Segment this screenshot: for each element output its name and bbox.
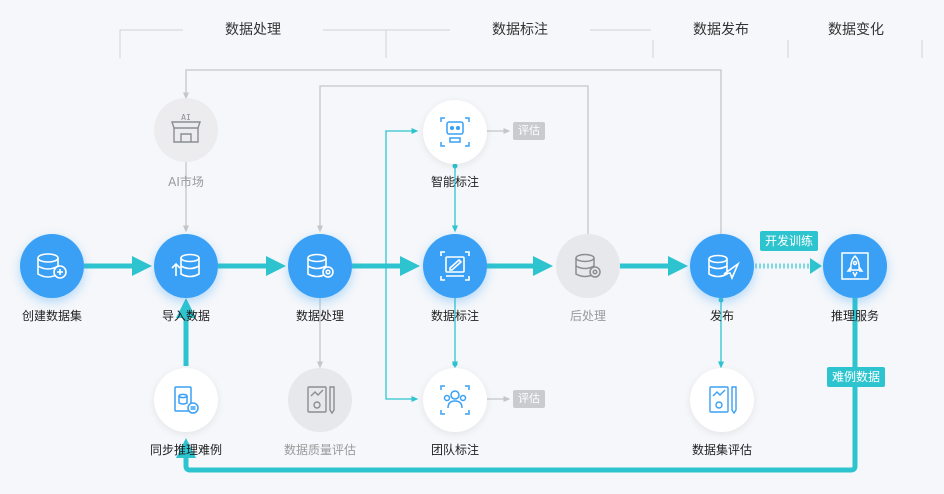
dataset-eval-node[interactable] <box>690 368 754 432</box>
team-labeling-node[interactable] <box>423 368 487 432</box>
robot-icon <box>440 117 470 147</box>
data-processing-label: 数据处理 <box>295 309 344 323</box>
data-labeling-label: 数据标注 <box>430 309 479 323</box>
main-flow <box>84 256 858 473</box>
post-processing-label: 后处理 <box>569 309 606 323</box>
stage-label-change: 数据变化 <box>786 20 926 40</box>
data-quality-eval-label: 数据质量评估 <box>283 443 356 457</box>
database-add-icon <box>37 253 67 279</box>
database-import-icon <box>171 253 200 278</box>
data-labeling-node[interactable] <box>423 234 487 298</box>
hard-case-data-tag[interactable]: 难例数据 <box>827 367 886 387</box>
ai-icon-text: AI <box>181 113 191 122</box>
sync-hard-cases-node[interactable] <box>154 368 218 432</box>
sync-hard-cases-label: 同步推理难例 <box>149 443 222 457</box>
feedback-lines <box>182 69 722 403</box>
database-gear-icon <box>307 253 334 278</box>
stage-label-processing: 数据处理 <box>183 20 323 40</box>
smart-labeling-node[interactable] <box>423 100 487 164</box>
ai-market-label: AI市场 <box>168 175 204 189</box>
import-data-label: 导入数据 <box>161 309 210 323</box>
inference-service-label: 推理服务 <box>830 309 879 323</box>
publish-icon <box>708 254 740 281</box>
dataset-eval-label: 数据集评估 <box>691 443 752 457</box>
create-dataset-label: 创建数据集 <box>21 309 82 323</box>
teal-connectors <box>385 127 725 403</box>
ai-market-node[interactable]: AI <box>154 98 218 162</box>
quality-report-icon <box>307 386 335 415</box>
sync-document-icon <box>174 386 199 414</box>
dataset-report-icon <box>709 386 737 415</box>
stage-label-labeling: 数据标注 <box>450 20 590 40</box>
smart-labeling-label: 智能标注 <box>430 175 479 189</box>
stage-label-publishing: 数据发布 <box>651 20 791 40</box>
store-icon: AI <box>171 113 201 143</box>
data-quality-eval-node[interactable] <box>288 368 352 432</box>
create-dataset-node[interactable] <box>20 234 84 298</box>
post-processing-node[interactable] <box>556 234 620 298</box>
publish-label: 发布 <box>709 309 734 323</box>
data-processing-node[interactable] <box>288 234 352 298</box>
dev-training-tag[interactable]: 开发训练 <box>760 231 819 251</box>
inference-service-node[interactable] <box>823 234 887 298</box>
publish-node[interactable] <box>690 234 754 298</box>
team-labeling-label: 团队标注 <box>430 443 479 457</box>
database-gear-gray-icon <box>575 253 601 278</box>
eval-tag-bottom[interactable]: 评估 <box>513 390 545 408</box>
team-icon <box>440 385 470 415</box>
annotate-icon <box>440 251 470 281</box>
eval-tag-top[interactable]: 评估 <box>513 122 545 140</box>
import-data-node[interactable] <box>154 234 218 298</box>
rocket-icon <box>841 252 869 280</box>
